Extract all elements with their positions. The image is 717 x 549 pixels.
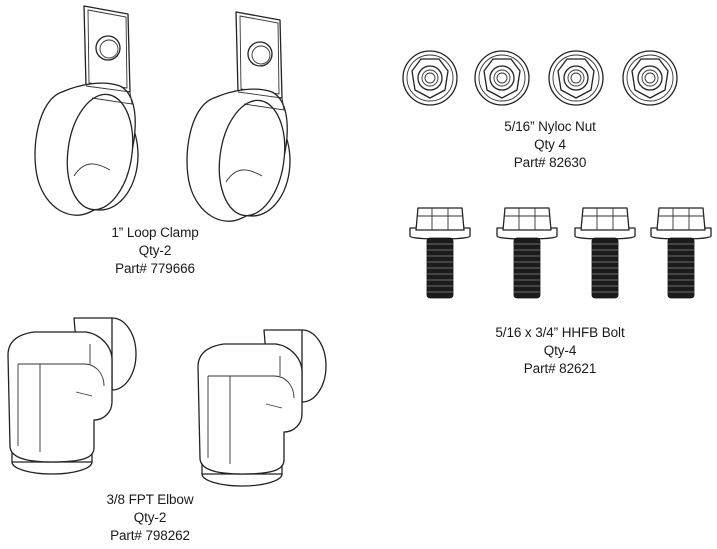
part-qty: Qty-2 bbox=[138, 243, 172, 258]
part-name: 1” Loop Clamp bbox=[111, 225, 199, 240]
part-name: 5/16” Nyloc Nut bbox=[504, 119, 596, 134]
fpt-elbow-caption: 3/8 FPT Elbow Qty-2 Part# 798262 bbox=[55, 491, 245, 545]
nyloc-nut-icon bbox=[402, 50, 678, 106]
part-qty: Qty-2 bbox=[133, 510, 167, 525]
hhfb-bolt-icon bbox=[409, 207, 712, 299]
fpt-elbow-icon bbox=[7, 317, 327, 487]
nyloc-nut-caption: 5/16” Nyloc Nut Qty 4 Part# 82630 bbox=[455, 118, 645, 172]
part-qty: Qty 4 bbox=[534, 137, 566, 152]
hhfb-bolt-caption: 5/16 x 3/4” HHFB Bolt Qty-4 Part# 82621 bbox=[455, 324, 665, 378]
part-qty: Qty-4 bbox=[543, 343, 577, 358]
loop-clamp-caption: 1” Loop Clamp Qty-2 Part# 779666 bbox=[60, 224, 250, 278]
part-name: 5/16 x 3/4” HHFB Bolt bbox=[495, 325, 625, 340]
part-number: Part# 82630 bbox=[513, 155, 587, 170]
part-name: 3/8 FPT Elbow bbox=[106, 492, 194, 507]
part-number: Part# 82621 bbox=[523, 361, 597, 376]
part-number: Part# 798262 bbox=[110, 528, 190, 543]
part-number: Part# 779666 bbox=[115, 261, 195, 276]
loop-clamp-icon bbox=[34, 5, 293, 222]
